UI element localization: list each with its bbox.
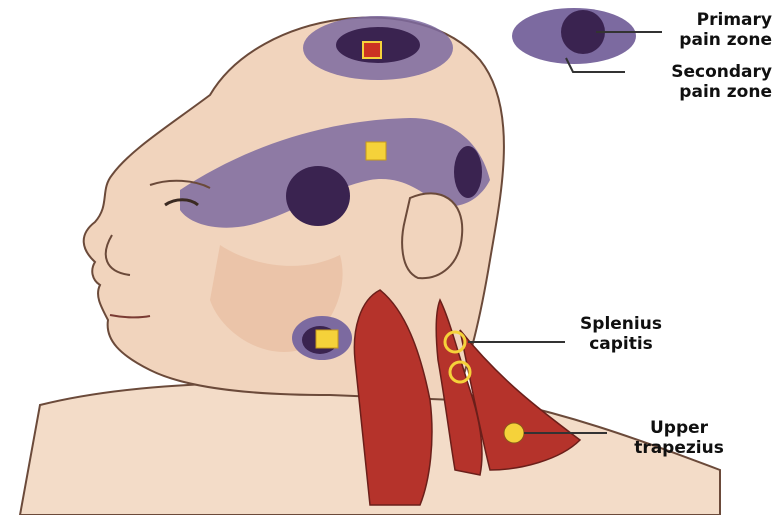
trigger-point-trapezius [504,423,524,443]
splenius-line-1: Splenius [556,314,686,334]
primary-zone-temple [286,166,350,226]
legend-primary-line-2: pain zone [679,30,772,50]
splenius-line-2: capitis [556,334,686,354]
legend-primary-line-1: Primary [679,10,772,30]
trapezius-line-1: Upper [604,418,754,438]
legend-secondary-line-2: pain zone [671,82,772,102]
legend-secondary-label: Secondary pain zone [671,62,772,102]
primary-zone-occiput [454,146,482,198]
legend-primary-label: Primary pain zone [679,10,772,50]
trigger-point-jaw [316,330,338,348]
trigger-point-temple [366,142,386,160]
splenius-capitis-label: Splenius capitis [556,314,686,354]
upper-trapezius-label: Upper trapezius [604,418,754,458]
trapezius-line-2: trapezius [604,438,754,458]
trigger-point-top [363,42,381,58]
legend-secondary-line-1: Secondary [671,62,772,82]
